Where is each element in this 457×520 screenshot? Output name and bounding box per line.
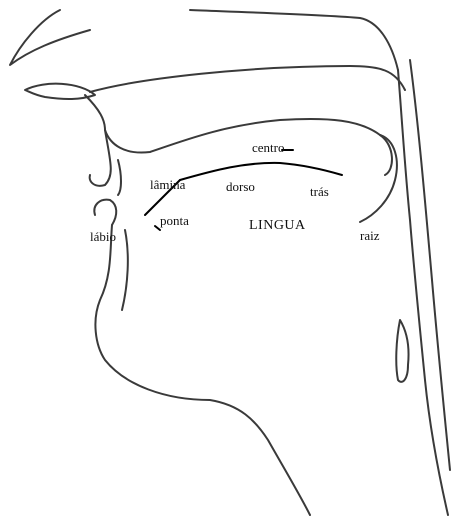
nasal-cavity-upper: [90, 66, 405, 92]
skull-top: [190, 10, 398, 70]
neck-back: [410, 60, 450, 470]
label-ponta: ponta: [160, 214, 189, 227]
upper-palate: [85, 95, 392, 175]
pharynx-wall: [398, 70, 448, 515]
head-outline: [10, 10, 90, 65]
larynx: [396, 320, 408, 382]
upper-teeth: [118, 160, 121, 195]
label-dorso: dorso: [226, 180, 255, 193]
nose-outline: [25, 84, 95, 99]
velum: [360, 135, 397, 222]
upper-lip: [90, 130, 111, 186]
chin-inner: [122, 230, 128, 310]
label-lingua: LINGUA: [249, 219, 306, 233]
label-tras: trás: [310, 185, 329, 198]
label-centro: centro: [252, 141, 284, 154]
label-lamina: lâmina: [150, 178, 185, 191]
label-raiz: raiz: [360, 229, 379, 242]
tongue-surface-top: [180, 163, 342, 180]
lower-lip: [94, 200, 116, 225]
label-labio: lábio: [90, 230, 116, 243]
